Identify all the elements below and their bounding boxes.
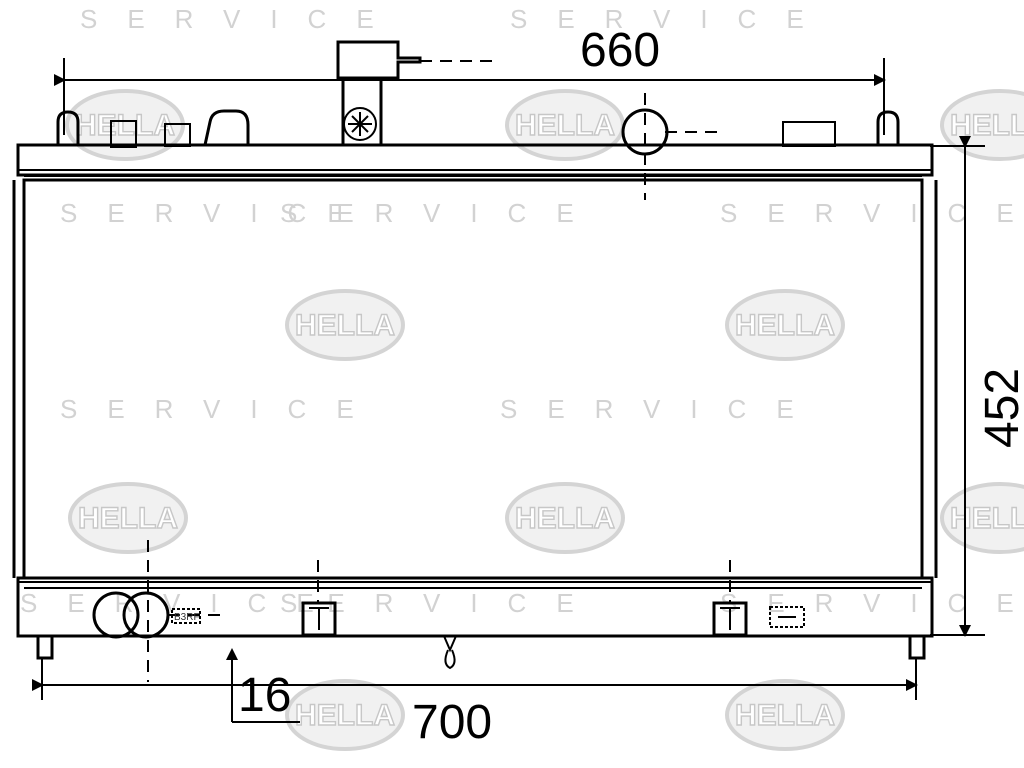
watermark-service-text: SERVICE — [80, 4, 404, 34]
filler-neck — [341, 77, 383, 147]
height-dimension: 452 — [930, 136, 1024, 637]
detail-marker-right — [769, 606, 805, 628]
hella-logo-watermark: HELLA — [725, 289, 845, 361]
watermark-brand-text: HELLA — [950, 502, 1024, 535]
top-components — [56, 40, 900, 200]
filler-neck-boss — [203, 109, 250, 146]
watermark-service-text: SERVICE — [500, 394, 824, 424]
hella-logo-watermark: HELLA — [940, 482, 1024, 554]
watermark-service-text: SERVICE — [720, 588, 1024, 618]
mount-bracket-right — [782, 121, 836, 147]
radiator-cap — [336, 40, 422, 80]
bottom-components: B3RF — [36, 540, 926, 682]
hella-logo-watermark: HELLA — [725, 679, 845, 751]
drain-plug — [443, 635, 457, 670]
watermark-brand-text: HELLA — [515, 502, 615, 535]
watermark-brand-text: HELLA — [735, 699, 835, 732]
watermark-brand-text: HELLA — [735, 309, 835, 342]
top-width-label: 660 — [580, 24, 660, 77]
top-width-dimension: 660 — [54, 24, 886, 135]
hella-logo-watermark: HELLA — [68, 482, 188, 554]
offset-label: 16 — [238, 669, 291, 722]
mount-bracket-left-2 — [164, 123, 191, 147]
offset-dimension: 16 — [226, 648, 300, 723]
lower-inlet-port-rear — [92, 591, 140, 639]
watermark-brand-text: HELLA — [515, 109, 615, 142]
hella-logo-watermark: HELLA — [505, 89, 625, 161]
hella-logo-watermark: HELLA — [505, 482, 625, 554]
watermark-service-text: SERVICE — [720, 198, 1024, 228]
watermark-brand-text: HELLA — [78, 502, 178, 535]
detail-marker-left — [171, 608, 201, 624]
bottom-width-label: 700 — [412, 696, 492, 749]
bottom-width-dimension: 700 — [32, 657, 918, 749]
cap-valve — [343, 107, 377, 141]
watermark-service-text: SERVICE — [60, 394, 384, 424]
radiator-body — [12, 143, 938, 638]
watermark-service-text: SERVICE — [510, 4, 834, 34]
hella-logo-watermark: HELLA — [65, 89, 185, 161]
height-label: 452 — [976, 368, 1024, 448]
detail-label-left: B3RF — [174, 612, 200, 623]
watermark-brand-text: HELLA — [950, 109, 1024, 142]
watermark-service-text: SERVICE — [280, 198, 604, 228]
hella-logo-watermark: HELLA — [285, 289, 405, 361]
mount-bracket-left-1 — [110, 120, 137, 148]
watermark-brand-text: HELLA — [75, 109, 175, 142]
watermark-service-text: SERVICE — [60, 198, 384, 228]
hella-logo-watermark: HELLA — [285, 679, 405, 751]
watermark-brand-text: HELLA — [295, 309, 395, 342]
hella-logo-watermark: HELLA — [940, 89, 1024, 161]
watermark-brand-text: HELLA — [295, 699, 395, 732]
